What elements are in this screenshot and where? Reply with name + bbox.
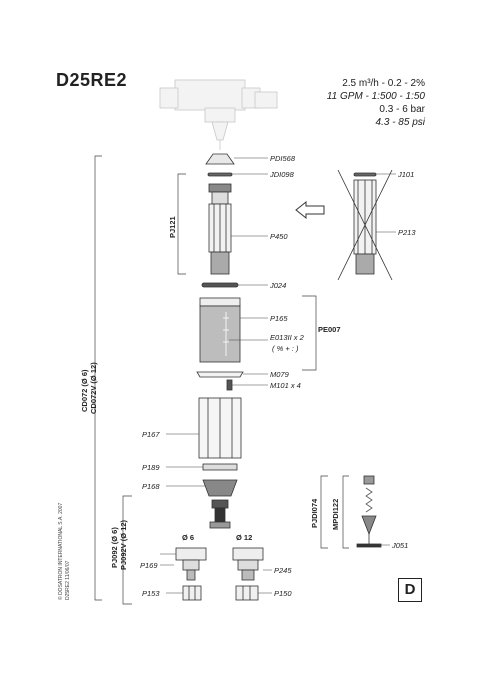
spec-flow-metric: 2.5 m³/h - 0.2 - 2%: [342, 78, 425, 89]
part-p167-shape: [198, 397, 242, 459]
label-p245: P245: [274, 566, 292, 575]
copyright-line-2: D25RE2 11/06/07: [65, 560, 71, 600]
pump-body-outline: [159, 79, 278, 141]
label-pdi568: PDI568: [270, 154, 296, 163]
part-p213-shape: [337, 169, 393, 281]
label-j101: J101: [398, 170, 415, 179]
label-diameter-6: Ø 6: [182, 533, 195, 542]
label-p189: P189: [142, 463, 160, 472]
model-title: D25RE2: [56, 70, 128, 90]
part-p150-shape: [235, 585, 259, 601]
label-pj121: PJ121: [168, 216, 177, 238]
label-p165: P165: [270, 314, 288, 323]
label-pe007: PE007: [318, 325, 341, 334]
part-p153-shape: [182, 585, 202, 601]
part-m101-shape: [226, 379, 233, 391]
part-p189-shape: [202, 463, 238, 471]
replace-arrow-icon: [295, 200, 325, 220]
label-p167: P167: [142, 430, 160, 439]
spec-flow-imperial: 11 GPM - 1:500 - 1:50: [326, 91, 425, 102]
label-cd072v: CD072V (Ø 12): [89, 362, 98, 414]
part-j101-shape: [353, 172, 377, 177]
page-letter-box: D: [398, 578, 422, 602]
part-jdi098-shape: [207, 172, 233, 177]
label-j024: J024: [270, 281, 287, 290]
label-p153: P153: [142, 589, 160, 598]
part-p245-shape: [232, 547, 264, 581]
label-mpdi122: MPDI122: [331, 498, 340, 530]
label-e013ii: E013II x 2: [270, 333, 304, 342]
label-j051: J051: [392, 541, 409, 550]
label-cd072: CD072 (Ø 6): [80, 369, 89, 412]
group-brackets: [94, 155, 349, 605]
part-p450-shape: [208, 183, 232, 275]
label-pj092v: PJ092V (Ø 12): [119, 519, 128, 570]
copyright-line-1: © DOSATRON INTERNATIONAL S.A. 2007: [58, 502, 64, 600]
part-j024-shape: [201, 282, 239, 288]
label-p168: P168: [142, 482, 160, 491]
part-p165-shape: [199, 297, 241, 363]
spec-pressure-bar: 0.3 - 6 bar: [379, 104, 425, 115]
label-m101: M101 x 4: [270, 381, 301, 390]
label-diameter-12: Ø 12: [236, 533, 253, 542]
label-pj092: PJ092 (Ø 6): [110, 527, 119, 568]
label-p450: P450: [270, 232, 288, 241]
part-p168-shape: [202, 479, 238, 497]
valve-core-shape: [209, 499, 231, 529]
part-m079-shape: [196, 371, 244, 378]
label-e013ii-note: ( % + : ): [272, 344, 299, 353]
part-pdi568-shape: [205, 153, 235, 165]
label-m079: M079: [270, 370, 289, 379]
label-jdi098: JDI098: [270, 170, 294, 179]
label-p150: P150: [274, 589, 292, 598]
label-p213: P213: [398, 228, 416, 237]
part-p169-shape: [175, 547, 207, 581]
spec-pressure-psi: 4.3 - 85 psi: [375, 117, 425, 128]
injector-valve-shape: [356, 475, 382, 548]
label-pjdi074: PJDI074: [310, 498, 319, 528]
label-p169: P169: [140, 561, 158, 570]
